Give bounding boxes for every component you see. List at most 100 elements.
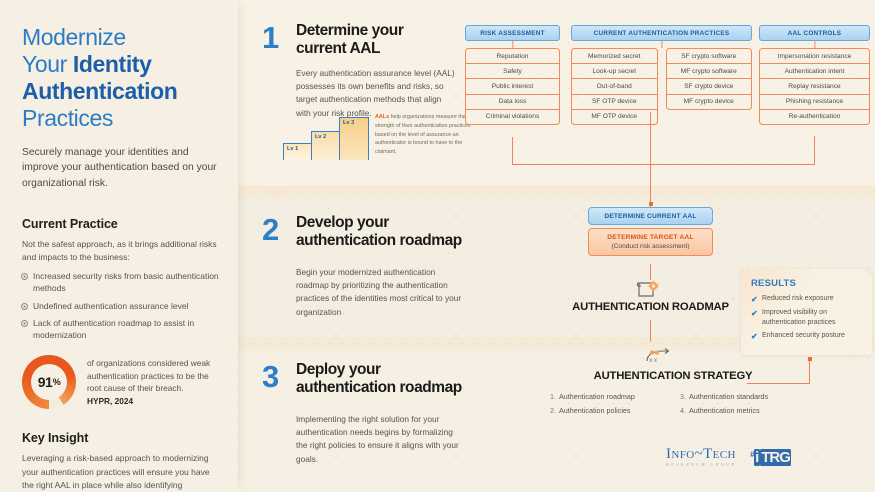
item-text: Authentication roadmap (559, 392, 635, 401)
chip: Reputation (466, 49, 559, 65)
strategy-items-list: 1.Authentication roadmap 3.Authenticatio… (550, 392, 800, 415)
chip: Out-of-band (572, 79, 657, 95)
chip: Criminal violations (485, 113, 540, 121)
list-item: Lack of authentication roadmap to assist… (21, 317, 220, 342)
group-header-aal-controls: AAL CONTROLS (759, 25, 870, 41)
step-1-title-line2: current AAL (296, 39, 381, 57)
results-card: RESULTS ✔ Reduced risk exposure ✔Improved… (741, 269, 872, 356)
list-item: ✔Improved visibility on authentication p… (751, 308, 862, 328)
left-panel: Modernize Your Identity Authentication P… (0, 0, 238, 492)
chip-list: Impersonation resistance Authentication … (759, 48, 870, 125)
connector-line (650, 112, 652, 212)
title-line-4: Practices (22, 104, 113, 131)
step-3-title-line2: authentication roadmap (296, 378, 462, 396)
svg-text:x: x (649, 358, 652, 364)
authentication-roadmap-label: AUTHENTICATION ROADMAP (572, 301, 729, 313)
list-item: Undefined authentication assurance level (21, 300, 220, 312)
list-item: 3.Authentication standards (680, 392, 800, 401)
determine-target-aal-box: DETERMINE TARGET AAL (Conduct risk asses… (588, 228, 713, 256)
itrg-hash: # (750, 449, 755, 459)
chip: SF crypto software (666, 49, 751, 65)
step-1-number: 1 (262, 20, 279, 55)
chip: Authentication intent (760, 64, 869, 80)
aal-levels-note: AALs help organizations measure the stre… (375, 113, 483, 157)
connector-line (650, 264, 652, 280)
chip: Look-up secret (572, 64, 657, 80)
list-item: 1.Authentication roadmap (550, 392, 670, 401)
aal-note-rest: help organizations measure the strength … (375, 114, 471, 155)
aal-note-bold: AALs (375, 114, 390, 120)
chip-list: Reputation Safety Public interest Data l… (465, 48, 560, 125)
step-2-title-line1: Develop your (296, 214, 389, 231)
step-3: 3 Deploy your authentication roadmap Imp… (262, 361, 492, 466)
item-number: 3. (680, 392, 686, 401)
page-subtitle: Securely manage your identities and impr… (22, 146, 217, 189)
item-number: 4. (680, 406, 686, 415)
current-practice-heading: Current Practice (22, 216, 118, 231)
aal-level-2: Lv 2 (311, 131, 340, 160)
list-item: 4.Authentication metrics (680, 406, 800, 415)
chip: Phishing resistance (760, 95, 869, 110)
authentication-strategy-label: AUTHENTICATION STRATEGY (593, 370, 753, 382)
title-line-2a: Your (22, 50, 73, 77)
svg-text:x: x (654, 358, 657, 364)
determine-target-aal-title: DETERMINE TARGET AAL (607, 234, 694, 241)
list-item: ✔Enhanced security posture (751, 331, 862, 341)
aal-levels-graphic: Lv 1 Lv 2 Lv 3 AALs help organizations m… (283, 112, 483, 160)
title-line-1: Modernize (22, 24, 126, 50)
group-header-risk-assessment: RISK ASSESSMENT (465, 25, 560, 41)
group-risk-assessment: RISK ASSESSMENT Reputation Safety Public… (465, 25, 560, 125)
list-item: 2.Authentication policies (550, 406, 670, 415)
chip: Replay resistance (760, 79, 869, 95)
step-1-description: Every authentication assurance level (AA… (296, 67, 455, 118)
results-item-text: Reduced risk exposure (762, 295, 834, 302)
step-2-title: Develop your authentication roadmap (296, 214, 477, 250)
item-text: Authentication standards (689, 392, 769, 401)
group-aal-controls: AAL CONTROLS Impersonation resistance Au… (759, 25, 870, 125)
list-item: ✔ Reduced risk exposure (751, 294, 862, 304)
itrg-trg: TRG (759, 448, 792, 466)
results-list: ✔ Reduced risk exposure ✔Improved visibil… (751, 294, 862, 342)
band-notch (262, 186, 288, 199)
group-stem (660, 41, 663, 48)
chip: MF crypto device (683, 98, 734, 106)
step-3-description: Implementing the right solution for your… (296, 413, 459, 464)
chip: Impersonation resistance (760, 49, 869, 65)
info-tech-name: Info~Tech (666, 446, 736, 462)
item-text: Authentication metrics (689, 406, 760, 415)
group-columns: Reputation Safety Public interest Data l… (465, 48, 560, 125)
group-columns: Impersonation resistance Authentication … (759, 48, 870, 125)
chip-list: Memorized secret Look-up secret Out-of-b… (571, 48, 658, 125)
chip: SF OTP device (572, 95, 657, 110)
determine-current-aal-box: DETERMINE CURRENT AAL (588, 207, 713, 225)
connector-line (512, 137, 514, 165)
connector-endpoint (808, 357, 812, 361)
step-2-title-line2: authentication roadmap (296, 231, 462, 249)
step-1: 1 Determine your current AAL Every authe… (262, 22, 477, 120)
chip: Public interest (466, 79, 559, 95)
check-icon: ✔ (751, 308, 758, 318)
step-2: 2 Develop your authentication roadmap Be… (262, 214, 477, 319)
check-icon: ✔ (751, 295, 758, 304)
item-number: 2. (550, 406, 556, 415)
aal-level-3: Lv 3 (339, 117, 369, 160)
step-2-description: Begin your modernized authentication roa… (296, 266, 462, 317)
step-3-title-line1: Deploy your (296, 361, 381, 378)
chip: SF crypto device (666, 79, 751, 95)
results-heading: RESULTS (751, 278, 797, 289)
page-title: Modernize Your Identity Authentication P… (22, 24, 220, 132)
step-3-title: Deploy your authentication roadmap (296, 361, 492, 397)
chip-list: SF crypto software MF crypto software SF… (665, 48, 752, 110)
key-insight-body: Leveraging a risk-based approach to mode… (22, 453, 210, 490)
connector-line (650, 320, 652, 342)
group-stem (813, 41, 816, 48)
info-tech-tagline: RESEARCH GROUP (666, 462, 737, 467)
aal-level-1: Lv 1 (283, 143, 312, 160)
strategy-play-icon: x x (644, 348, 676, 373)
step-3-number: 3 (262, 359, 279, 394)
connector-endpoint (649, 202, 653, 206)
current-practice-intro: Not the safest approach, as it brings ad… (22, 238, 217, 262)
